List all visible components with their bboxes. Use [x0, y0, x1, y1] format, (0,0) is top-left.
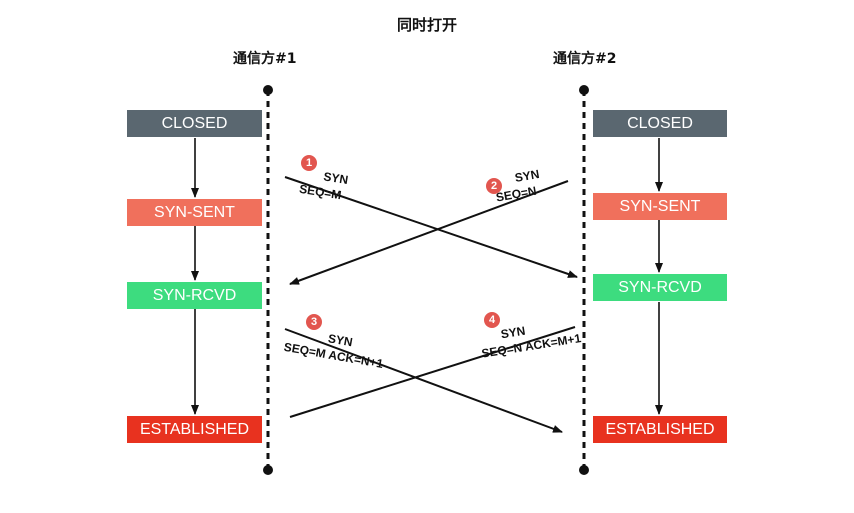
message-2-arrow: [289, 180, 569, 285]
right-state-syn-sent: SYN-SENT: [593, 193, 727, 220]
left-state-closed: CLOSED: [127, 110, 262, 137]
message-1-badge: 1: [301, 155, 317, 171]
message-1-arrow: [284, 176, 578, 278]
left-timeline-bottom-dot: [263, 465, 273, 475]
right-timeline-bottom-dot: [579, 465, 589, 475]
right-timeline-top-dot: [579, 85, 589, 95]
message-4-badge: 4: [484, 312, 500, 328]
message-4-arrow: [289, 326, 576, 418]
right-state-established: ESTABLISHED: [593, 416, 727, 443]
right-state-closed: CLOSED: [593, 110, 727, 137]
left-timeline-top-dot: [263, 85, 273, 95]
message-2-badge: 2: [486, 178, 502, 194]
message-3-arrow: [284, 328, 563, 433]
right-state-syn-rcvd: SYN-RCVD: [593, 274, 727, 301]
diagram-title: 同时打开: [396, 16, 457, 34]
party-right-label: 通信方#2: [553, 51, 617, 67]
message-1-type: SYN: [322, 169, 350, 188]
left-state-established: ESTABLISHED: [127, 416, 262, 443]
message-3-badge: 3: [306, 314, 322, 330]
left-state-syn-rcvd: SYN-RCVD: [127, 282, 262, 309]
party-left-label: 通信方#1: [233, 51, 297, 67]
left-state-syn-sent: SYN-SENT: [127, 199, 262, 226]
